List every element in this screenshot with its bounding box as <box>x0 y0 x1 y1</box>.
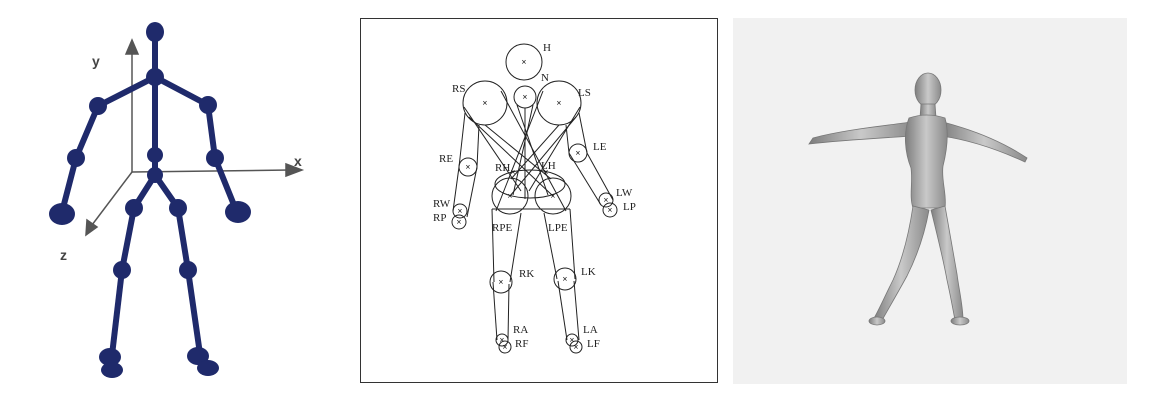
mesh-head <box>914 72 942 108</box>
body-outline <box>451 43 618 354</box>
label-LH: LH <box>541 160 556 172</box>
joint-labels: H N RS LS RE LE RH LH RW RP LW LP RPE LP… <box>433 42 636 350</box>
x-axis-label: x <box>294 153 302 169</box>
mesh-figure-panel <box>733 18 1127 384</box>
svg-text:×: × <box>573 342 578 352</box>
svg-text:×: × <box>457 206 462 216</box>
label-LE: LE <box>593 141 607 153</box>
skeleton-joints <box>49 22 251 378</box>
label-RE: RE <box>439 153 453 165</box>
label-RPE: RPE <box>492 222 512 234</box>
svg-text:×: × <box>465 162 470 172</box>
x-axis-arrow <box>285 162 305 178</box>
z-axis-arrow <box>85 218 99 237</box>
label-RP: RP <box>433 212 446 224</box>
z-axis-label: z <box>60 247 67 263</box>
mesh-human-figure <box>808 72 1028 326</box>
z-axis <box>91 171 133 226</box>
svg-text:×: × <box>562 274 567 284</box>
label-RH: RH <box>495 162 510 174</box>
svg-text:×: × <box>499 335 504 345</box>
label-LP: LP <box>623 201 636 213</box>
label-LK: LK <box>581 266 596 278</box>
label-LF: LF <box>587 338 600 350</box>
svg-text:×: × <box>507 191 512 201</box>
svg-text:×: × <box>522 92 527 102</box>
label-LS: LS <box>578 87 591 99</box>
svg-text:×: × <box>550 191 555 201</box>
svg-text:×: × <box>603 195 608 205</box>
mesh-torso <box>905 114 948 209</box>
svg-text:×: × <box>502 342 507 352</box>
svg-text:×: × <box>498 277 503 287</box>
label-N: N <box>541 72 549 84</box>
joint-markers: × × × × × × × × × × × × × × × × × × × × <box>456 57 612 352</box>
svg-text:×: × <box>456 217 461 227</box>
label-RK: RK <box>519 268 534 280</box>
svg-text:×: × <box>569 335 574 345</box>
axes <box>85 38 305 237</box>
svg-text:×: × <box>482 98 487 108</box>
label-RS: RS <box>452 83 465 95</box>
label-RF: RF <box>515 338 528 350</box>
mesh-right-arm <box>808 121 914 145</box>
svg-text:×: × <box>607 205 612 215</box>
label-LPE: LPE <box>548 222 568 234</box>
body-point-model-panel: × × × × × × × × × × × × × × × × × × × × … <box>360 18 718 383</box>
mesh-body <box>808 72 1028 326</box>
label-H: H <box>543 42 551 54</box>
svg-text:×: × <box>510 167 515 177</box>
mesh-left-arm <box>940 121 1028 163</box>
label-RW: RW <box>433 198 451 210</box>
mesh-left-leg <box>930 205 964 321</box>
label-LA: LA <box>583 324 598 336</box>
y-axis-arrow <box>124 38 140 55</box>
mesh-right-leg <box>872 205 930 323</box>
skeleton-figure: y x z <box>49 22 305 378</box>
svg-text:×: × <box>575 148 580 158</box>
skeleton-panel: y x z <box>40 10 340 390</box>
svg-text:×: × <box>556 98 561 108</box>
svg-text:×: × <box>543 167 548 177</box>
y-axis-label: y <box>92 53 100 69</box>
body-point-diagram: × × × × × × × × × × × × × × × × × × × × … <box>433 42 636 354</box>
svg-text:×: × <box>521 57 526 67</box>
label-RA: RA <box>513 324 528 336</box>
label-LW: LW <box>616 187 633 199</box>
